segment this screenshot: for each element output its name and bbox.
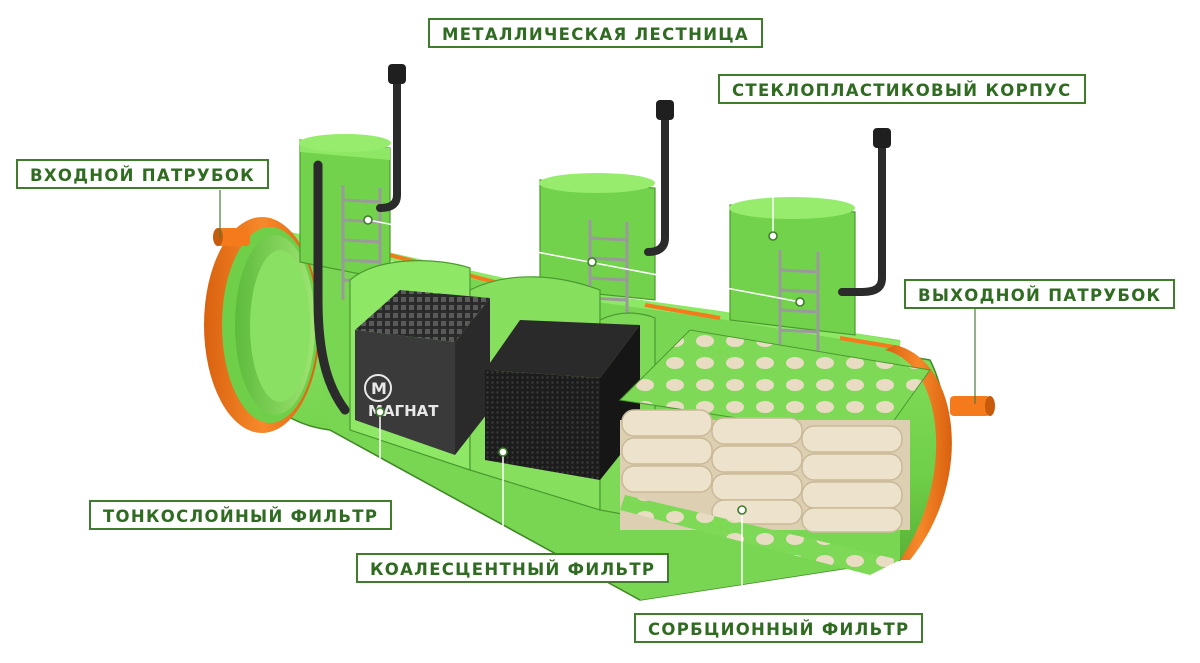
shaft-right [729,197,855,335]
outlet-pipe [950,396,995,416]
inlet-pipe [213,228,250,246]
label-outlet-pipe: ВЫХОДНОЙ ПАТРУБОК [904,279,1175,309]
label-metal-ladder: МЕТАЛЛИЧЕСКАЯ ЛЕСТНИЦА [428,18,763,48]
label-thin-layer-filter: ТОНКОСЛОЙНЫЙ ФИЛЬТР [89,500,392,530]
label-fiberglass-body: СТЕКЛОПЛАСТИКОВЫЙ КОРПУС [718,74,1086,104]
label-sorption-filter: СОРБЦИОННЫЙ ФИЛЬТР [634,613,923,643]
label-inlet-pipe: ВХОДНОЙ ПАТРУБОК [16,159,269,189]
svg-text:М: М [371,379,387,398]
label-coalescent-filter: КОАЛЕСЦЕНТНЫЙ ФИЛЬТР [356,553,669,583]
coalescent-filter [485,320,640,480]
